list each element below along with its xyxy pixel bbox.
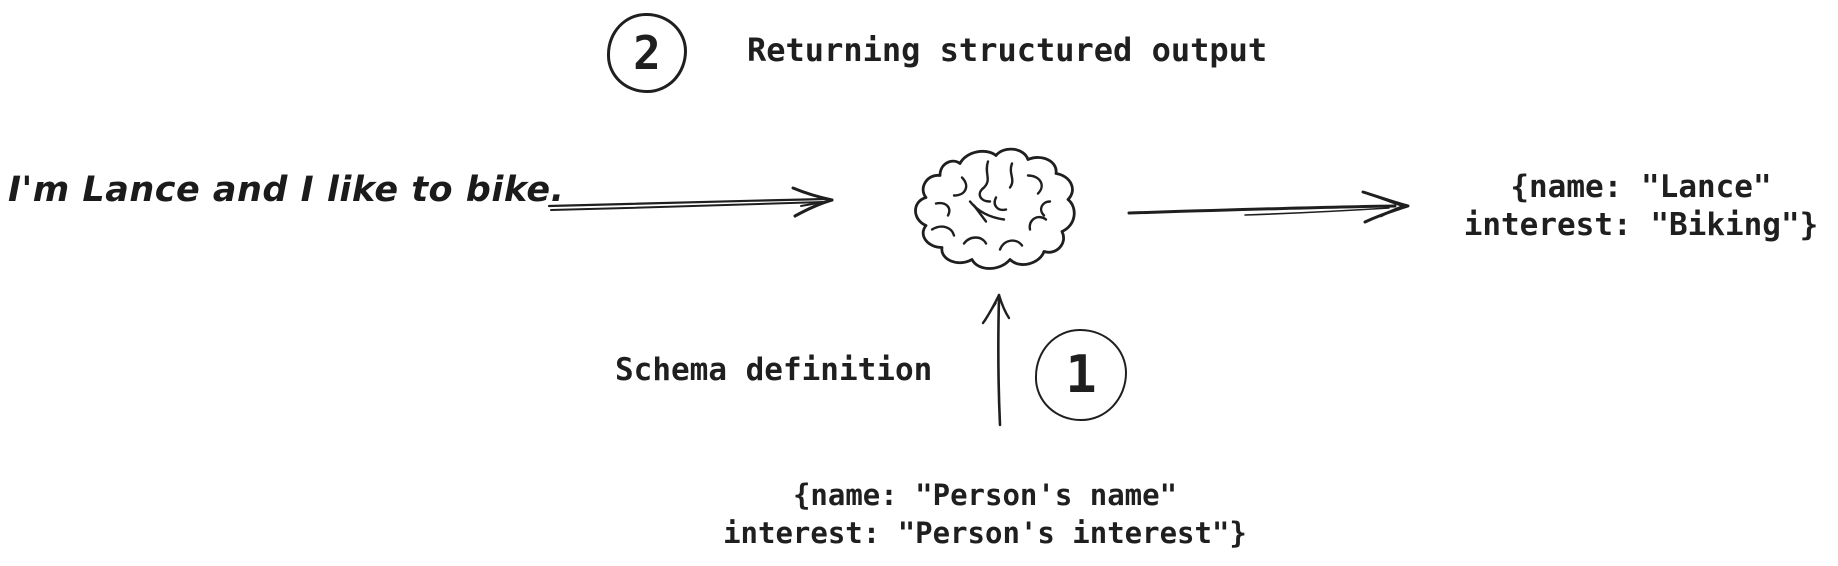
brain-icon xyxy=(900,140,1080,275)
schema-text: {name: "Person's name" interest: "Person… xyxy=(685,476,1285,552)
step-2-badge: 2 xyxy=(607,13,687,93)
input-arrow-icon xyxy=(543,186,843,222)
step-2-label: Returning structured output xyxy=(747,31,1268,69)
step-1-badge: 1 xyxy=(1035,329,1127,421)
schema-line-2: interest: "Person's interest"} xyxy=(723,516,1247,550)
step-2-number: 2 xyxy=(633,26,661,80)
input-text: I'm Lance and I like to bike. xyxy=(8,170,565,210)
output-arrow-icon xyxy=(1125,188,1425,228)
schema-arrow-icon xyxy=(975,287,1025,427)
output-text: {name: "Lance" interest: "Biking"} xyxy=(1441,168,1838,244)
schema-label: Schema definition xyxy=(615,352,933,388)
output-line-1: {name: "Lance" xyxy=(1510,169,1772,205)
schema-line-1: {name: "Person's name" xyxy=(792,478,1178,512)
output-line-2: interest: "Biking"} xyxy=(1463,207,1819,243)
step-1-number: 1 xyxy=(1065,345,1097,405)
